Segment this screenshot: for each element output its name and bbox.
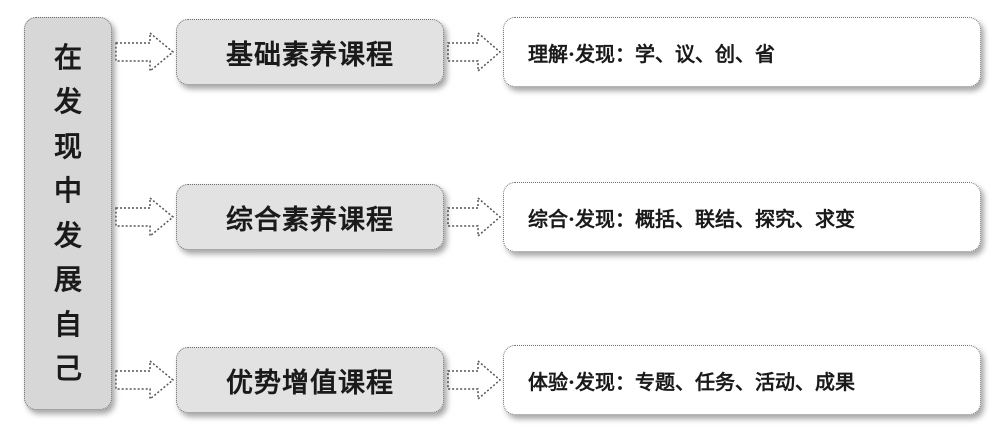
- course-label-3: 优势增值课程: [226, 367, 394, 399]
- root-char: 中: [53, 174, 82, 207]
- course-label-1: 基础素养课程: [226, 39, 394, 71]
- root-char: 发: [53, 85, 82, 118]
- detail-box-3: 体验·发现：专题、任务、活动、成果: [503, 345, 981, 415]
- detail-label-1: 理解·发现：学、议、创、省: [528, 41, 775, 66]
- arrow-root-to-course-1: [115, 31, 175, 73]
- course-box-1: 基础素养课程: [176, 19, 444, 85]
- arrow-course-to-detail-2: [447, 196, 502, 238]
- course-label-2: 综合素养课程: [226, 204, 394, 236]
- detail-label-3: 体验·发现：专题、任务、活动、成果: [528, 369, 855, 394]
- arrow-root-to-course-2: [115, 196, 175, 238]
- course-box-3: 优势增值课程: [176, 347, 444, 413]
- root-char: 展: [53, 263, 82, 296]
- root-char: 在: [53, 40, 82, 74]
- detail-box-2: 综合·发现：概括、联结、探究、求变: [503, 182, 981, 252]
- root-node: 在 发 现 中 发 展 自 己: [24, 17, 112, 410]
- course-box-2: 综合素养课程: [176, 184, 444, 250]
- arrow-root-to-course-3: [115, 359, 175, 401]
- detail-label-2: 综合·发现：概括、联结、探究、求变: [528, 206, 855, 231]
- root-char: 发: [53, 218, 82, 252]
- arrow-course-to-detail-3: [447, 359, 502, 401]
- detail-box-1: 理解·发现：学、议、创、省: [503, 17, 981, 87]
- root-char: 现: [53, 129, 82, 163]
- root-char: 自: [53, 307, 82, 341]
- root-char: 己: [53, 352, 82, 385]
- arrow-course-to-detail-1: [447, 31, 502, 73]
